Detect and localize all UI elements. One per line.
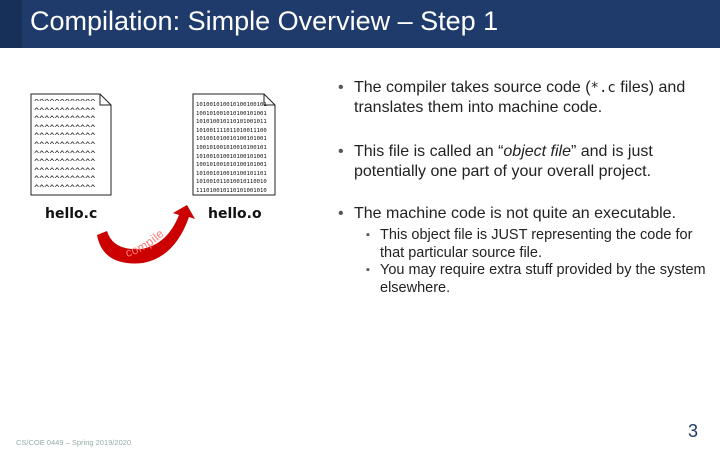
object-file-icon: 101001010010100100101 100101001010100101…: [192, 93, 276, 196]
page-number: 3: [688, 421, 699, 441]
bullet-machine-code: The machine code is not quite an executa…: [330, 204, 710, 224]
sub-bullet-extra-stuff: You may require extra stuff provided by …: [330, 262, 710, 297]
compile-arrow: compile: [97, 205, 195, 264]
bullet-code: *.c: [590, 80, 616, 96]
object-file-name: hello.o: [208, 206, 262, 222]
bullet-emphasis: object file: [503, 143, 571, 160]
bullet-list: The compiler takes source code (*.c file…: [330, 78, 710, 297]
bullet-text: ” and is just potentially one part of yo…: [354, 143, 653, 180]
document-icon: [192, 93, 276, 196]
document-icon: [30, 93, 112, 196]
source-file-contents: ^^^^^^^^^^^^ ^^^^^^^^^^^^ ^^^^^^^^^^^^ ^…: [34, 99, 96, 193]
source-file-icon: ^^^^^^^^^^^^ ^^^^^^^^^^^^ ^^^^^^^^^^^^ ^…: [30, 93, 112, 196]
slide-title: Compilation: Simple Overview – Step 1: [30, 6, 499, 36]
source-file-name: hello.c: [45, 206, 98, 222]
bullet-compiler: The compiler takes source code (*.c file…: [330, 78, 710, 118]
object-file-contents: 101001010010100100101 100101001010100101…: [196, 102, 267, 193]
bullet-text: The compiler takes source code (: [354, 79, 591, 96]
footer-text: CS/COE 0449 – Spring 2019/2020: [16, 438, 132, 447]
title-bar-accent: [0, 0, 22, 48]
sub-bullet-object-file: This object file is JUST representing th…: [330, 227, 710, 262]
bullet-text: This file is called an “: [354, 143, 504, 160]
bullet-text: files) and translates them into machine …: [354, 79, 686, 116]
bullet-object-file: This file is called an “object file” and…: [330, 142, 710, 182]
title-bar: Compilation: Simple Overview – Step 1: [0, 0, 720, 48]
